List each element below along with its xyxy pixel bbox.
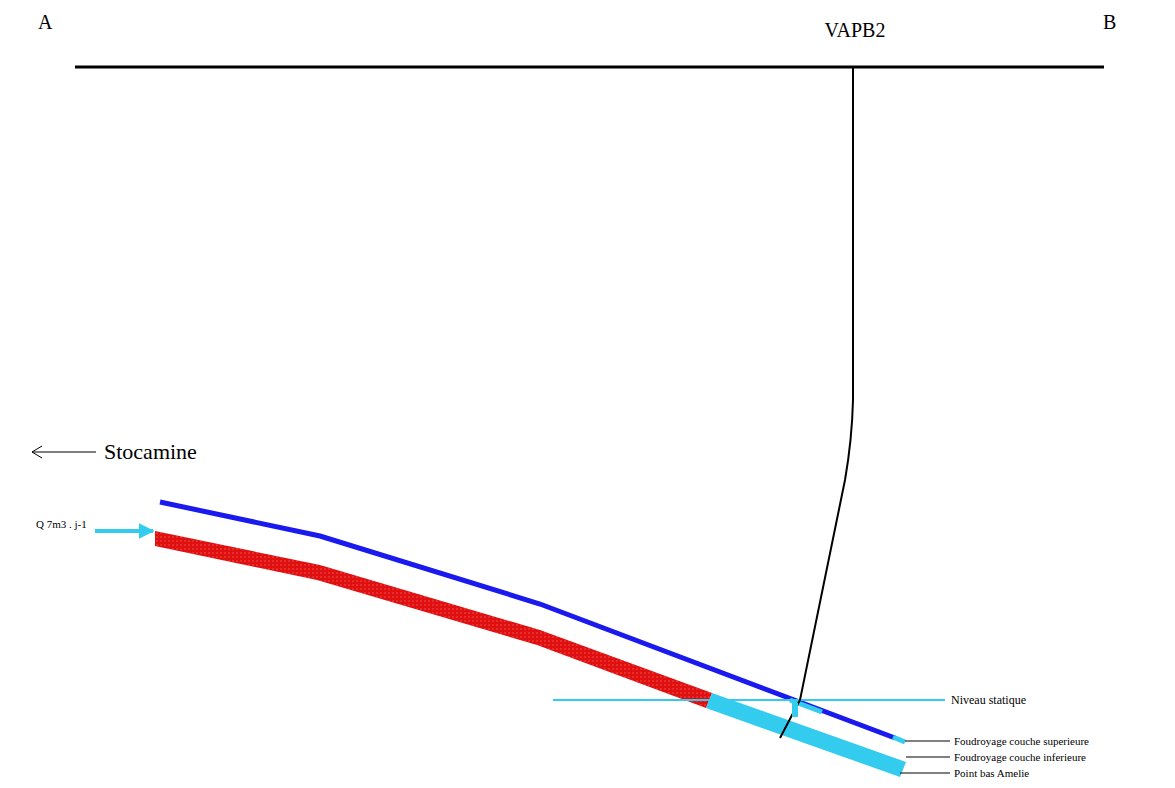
level-label: Niveau statique: [951, 694, 1026, 706]
flooded-lower-layer: [706, 693, 906, 777]
direction-arrow: [32, 452, 96, 453]
layer-label: Foudroyage couche inferieure: [954, 752, 1086, 763]
leader-line: [900, 773, 950, 774]
layer-label: Foudroyage couche superieure: [954, 736, 1089, 747]
leader-line: [905, 741, 950, 742]
well-water: [792, 703, 798, 717]
lower-layer-band: [155, 531, 712, 708]
static-level-line: [553, 699, 945, 701]
layer-label: Point bas Amelie: [954, 768, 1029, 779]
site-label: Stocamine: [104, 441, 197, 463]
well-trajectory: [780, 67, 853, 738]
section-end-label: A: [38, 12, 52, 32]
well-name: VAPB2: [825, 20, 886, 40]
direction-arrowhead: [32, 446, 42, 458]
upper-layer-line: [160, 502, 895, 738]
flow-rate-label: Q 7m3 . j-1: [36, 519, 87, 530]
flooded-upper-end: [893, 737, 905, 742]
section-end-label: B: [1103, 12, 1116, 32]
leader-line: [906, 757, 950, 758]
surface-line: [75, 66, 1104, 69]
inflow-arrow: [95, 529, 153, 533]
